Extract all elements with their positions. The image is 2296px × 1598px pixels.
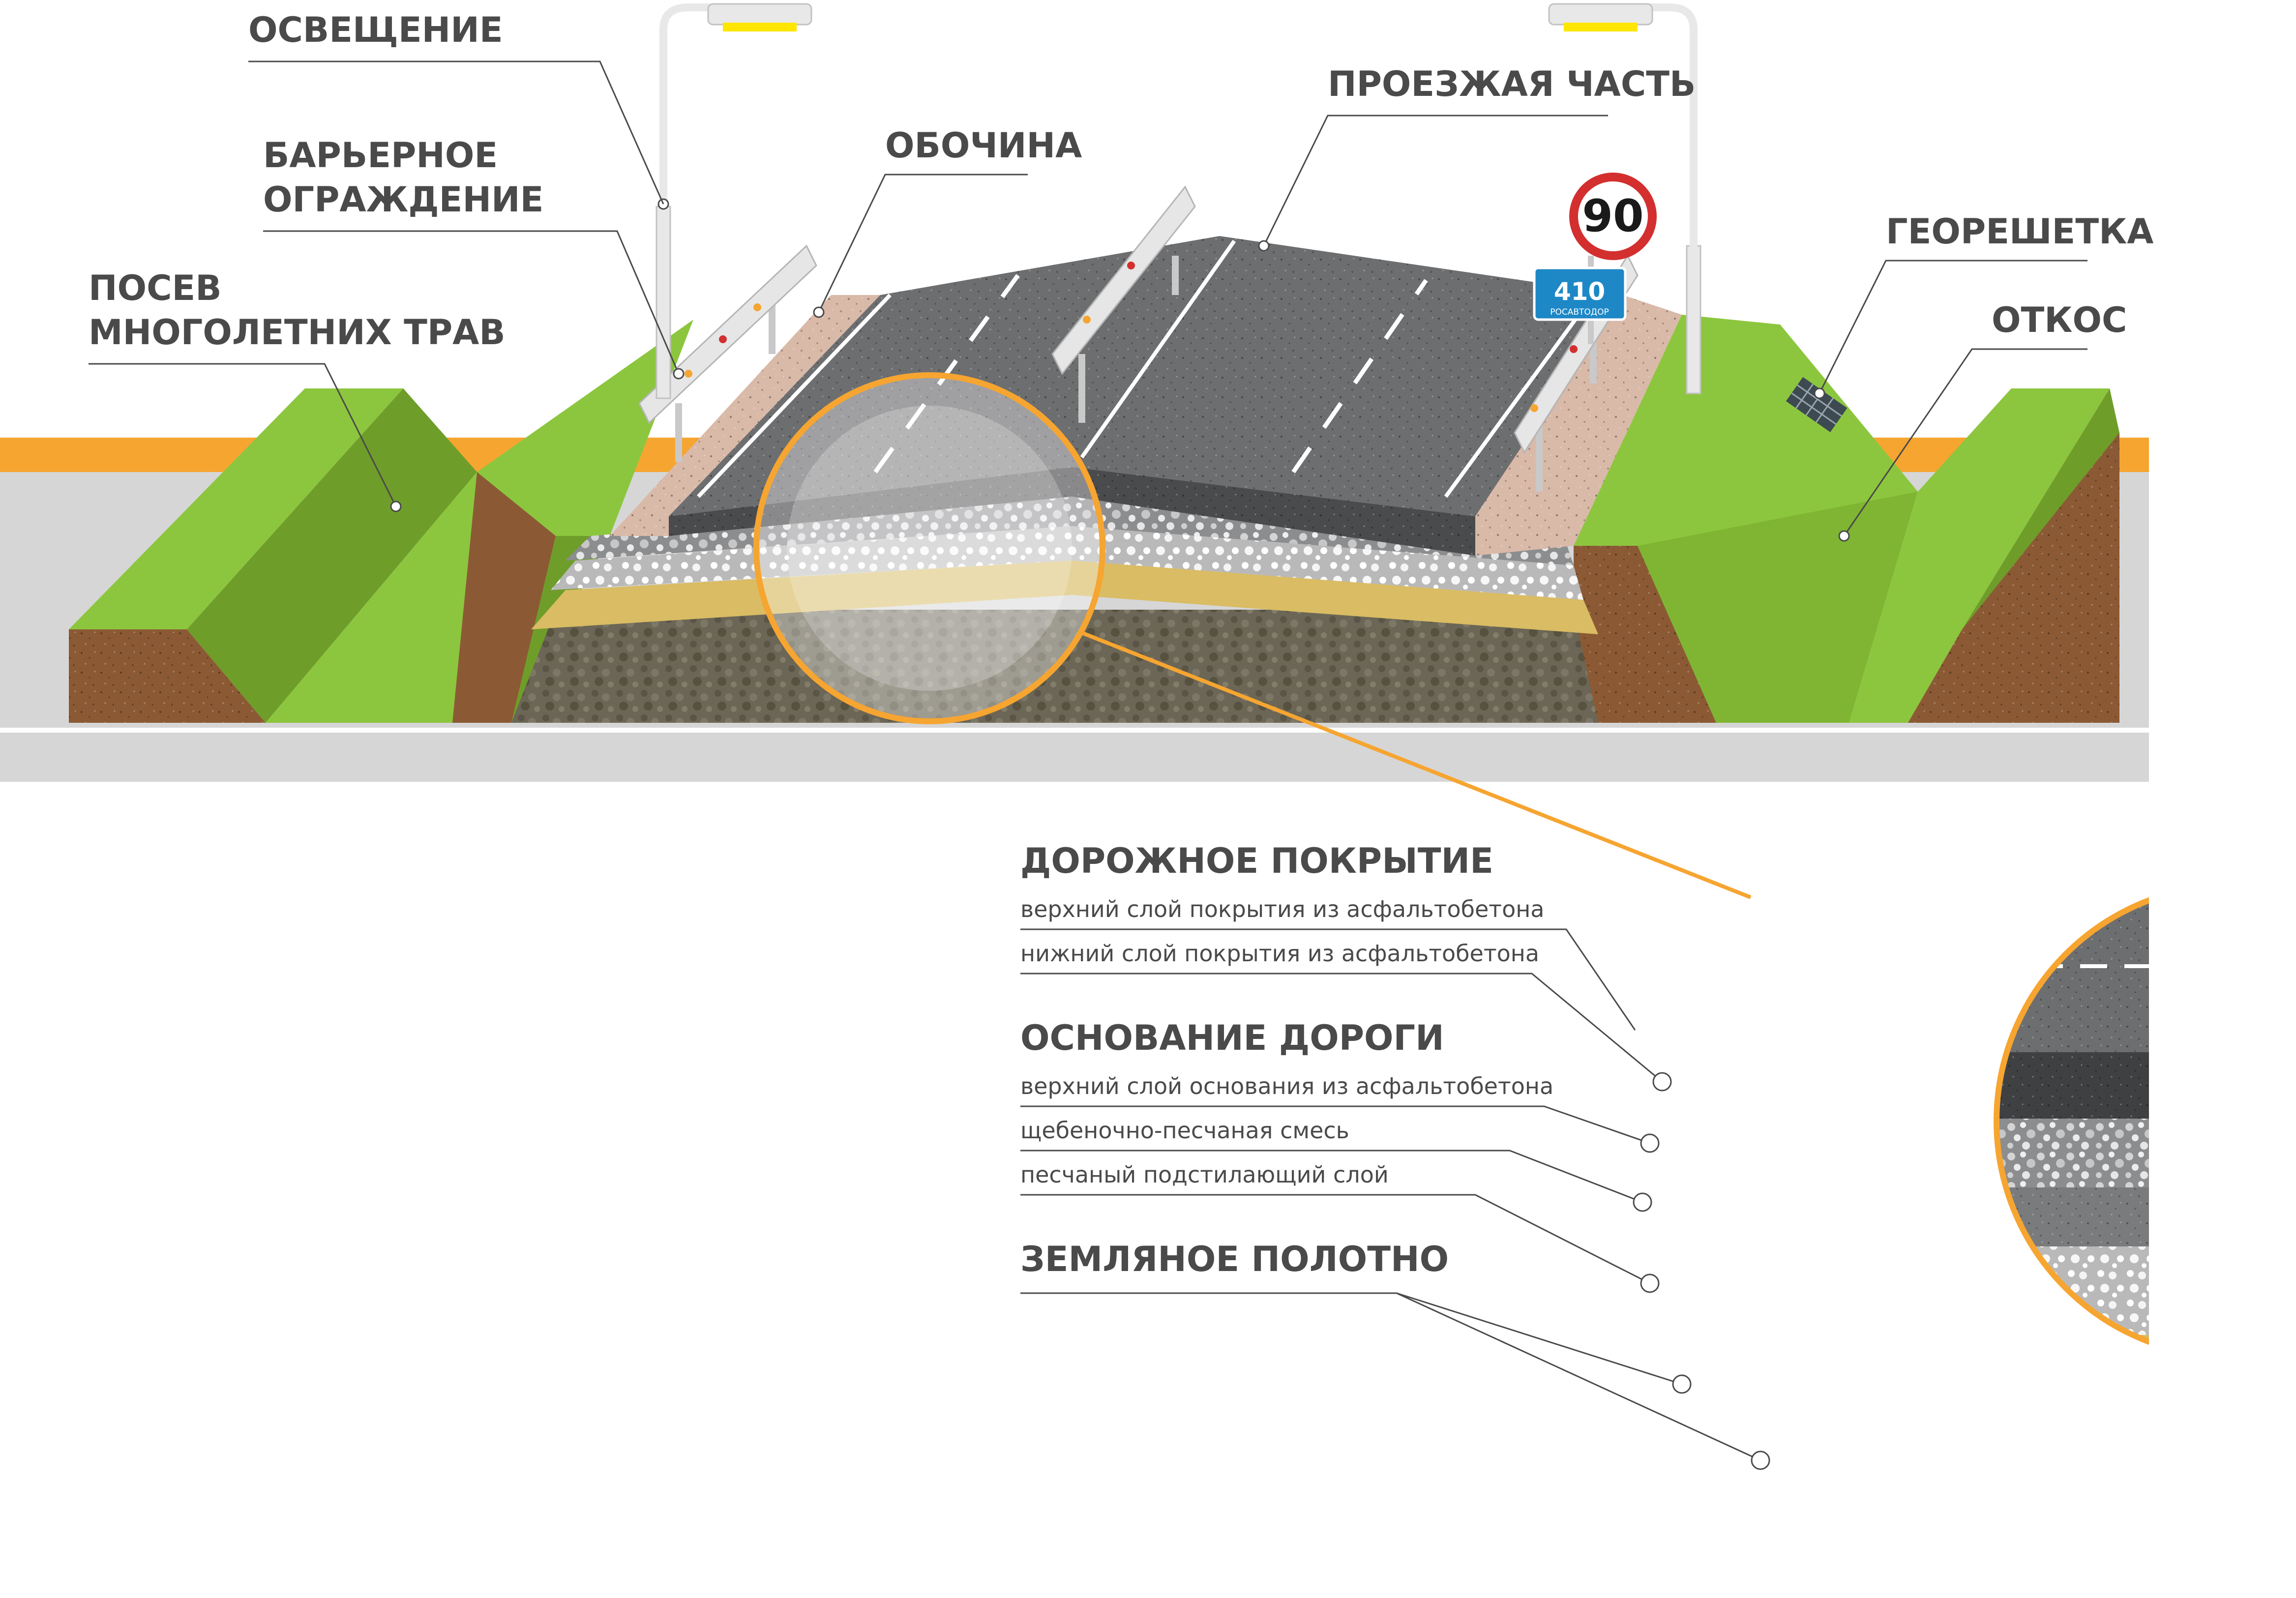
street-light-left	[656, 3, 812, 399]
zoom-crop-mask	[2149, 836, 2296, 1596]
route-number: 410	[1554, 277, 1605, 306]
legend-pavement-item-1: верхний слой покрытия из асфальтобетона	[1020, 896, 1544, 922]
legend-base-item-2: щебеночно-песчаная смесь	[1020, 1117, 1349, 1144]
label-slope: ОТКОС	[1992, 300, 2127, 340]
ditch-slope-left	[69, 388, 403, 629]
geogrid-patch	[1786, 377, 1848, 432]
legend-base-item-3: песчаный подстилающий слой	[1020, 1161, 1389, 1188]
zoom-detail	[1994, 836, 2296, 1596]
speed-limit-value: 90	[1582, 190, 1643, 242]
label-grass-1: ПОСЕВ	[89, 268, 222, 308]
ditch-slope-right	[1849, 388, 2110, 723]
gravel-layer	[551, 526, 1583, 600]
street-light-right	[1548, 3, 1701, 394]
sand-layer	[531, 561, 1598, 634]
main-labels: ОСВЕЩЕНИЕ БАРЬЕРНОЕ ОГРАЖДЕНИЕ ПОСЕВ МНО…	[89, 10, 2153, 542]
guardrail-center	[1051, 185, 1196, 423]
traffic-signs: 90 410 РОСАВТОДОР	[1533, 173, 1657, 344]
legend-pavement-title: ДОРОЖНОЕ ПОКРЫТИЕ	[1020, 841, 1493, 881]
route-sign	[1533, 266, 1627, 321]
legend-base-title: ОСНОВАНИЕ ДОРОГИ	[1020, 1018, 1444, 1058]
legend-pavement-item-2: нижний слой покрытия из асфальтобетона	[1020, 940, 1539, 967]
layer-legend: ДОРОЖНОЕ ПОКРЫТИЕ верхний слой покрытия …	[1020, 841, 1770, 1470]
speed-limit-sign	[1569, 173, 1657, 260]
magnifier-lens	[753, 372, 1752, 899]
label-geogrid: ГЕОРЕШЕТКА	[1886, 211, 2153, 252]
label-shoulder: ОБОЧИНА	[885, 125, 1082, 166]
legend-subgrade-title: ЗЕМЛЯНОЕ ПОЛОТНО	[1020, 1239, 1449, 1279]
route-owner: РОСАВТОДОР	[1550, 307, 1609, 317]
label-roadway: ПРОЕЗЖАЯ ЧАСТЬ	[1328, 64, 1696, 104]
lamp-light-left	[723, 23, 797, 31]
label-barrier-1: БАРЬЕРНОЕ	[263, 135, 498, 176]
ditch-slope-shaded	[187, 388, 477, 723]
guardrail-left	[638, 244, 817, 462]
right-embankment	[1574, 315, 2119, 723]
label-barrier-2: ОГРАЖДЕНИЕ	[263, 179, 543, 220]
legend-base-item-1: верхний слой основания из асфальтобетона	[1020, 1073, 1553, 1099]
label-lighting: ОСВЕЩЕНИЕ	[248, 10, 503, 50]
lamp-light-right	[1564, 23, 1638, 31]
label-grass-2: МНОГОЛЕТНИХ ТРАВ	[89, 312, 506, 353]
ground-band-lower	[0, 733, 2149, 782]
zoom-connector	[1078, 630, 1752, 899]
